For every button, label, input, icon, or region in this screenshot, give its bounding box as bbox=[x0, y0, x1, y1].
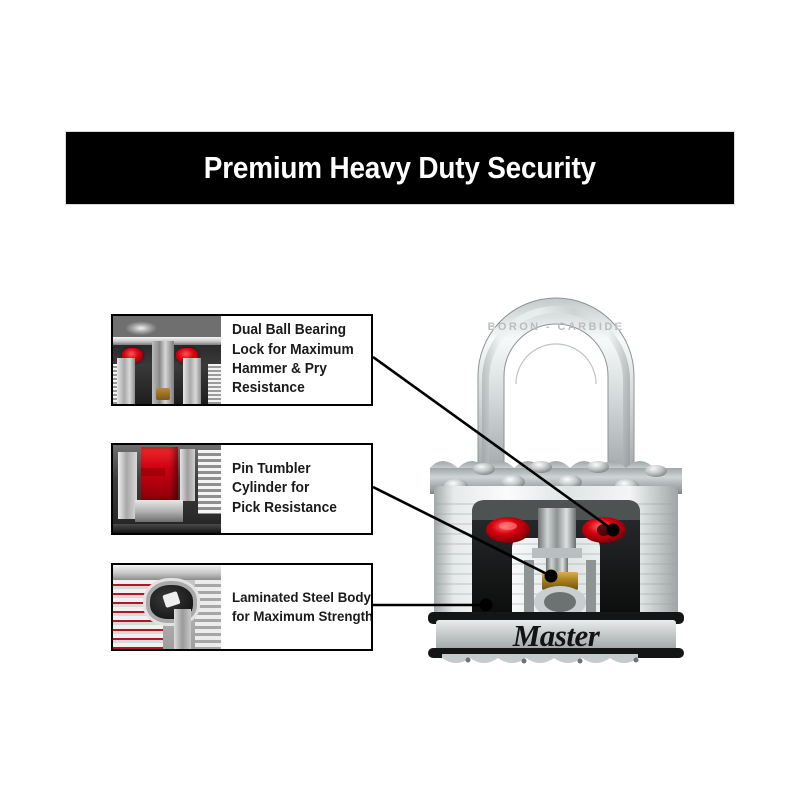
page-title: Premium Heavy Duty Security bbox=[203, 150, 597, 185]
lock-body bbox=[434, 486, 678, 618]
lock-nameplate: Master bbox=[428, 612, 684, 664]
callout-text-block: Pin Tumbler Cylinder for Pick Resistance bbox=[221, 445, 371, 533]
photo-artwork bbox=[113, 565, 222, 649]
callout-line: Hammer & Pry bbox=[232, 361, 328, 377]
callout-line: for Maximum Strength bbox=[232, 608, 373, 624]
laminated-body-cutaway-photo bbox=[113, 565, 222, 649]
pin-tumbler-cutaway-photo bbox=[113, 445, 222, 533]
padlock-product-image: BORON - CARBIDE bbox=[420, 272, 692, 672]
callout-line: Cylinder for bbox=[232, 480, 310, 497]
shackle-marking: BORON - CARBIDE bbox=[488, 321, 625, 333]
callout-line: Lock for Maximum bbox=[232, 341, 355, 358]
ball-bearing-cutaway-photo bbox=[113, 316, 222, 404]
photo-artwork bbox=[113, 316, 222, 404]
callout-line: Pin Tumbler bbox=[232, 461, 311, 478]
callout-text-block: Dual Ball Bearing Lock for Maximum Hamme… bbox=[221, 316, 371, 404]
callout-line: Dual Ball Bearing bbox=[232, 322, 347, 339]
cutaway-interior bbox=[472, 500, 640, 618]
callout-line: Resistance bbox=[232, 380, 306, 397]
photo-artwork bbox=[113, 445, 222, 533]
callout-pin-tumbler-cylinder: Pin Tumbler Cylinder for Pick Resistance bbox=[111, 443, 373, 535]
brand-logo: Master bbox=[512, 618, 601, 653]
shackle: BORON - CARBIDE bbox=[477, 272, 635, 485]
callout-line: Laminated Steel Body bbox=[232, 589, 372, 606]
header-banner: Premium Heavy Duty Security bbox=[65, 131, 735, 205]
callout-laminated-steel-body: Laminated Steel Body for Maximum Strengt… bbox=[111, 563, 373, 651]
callout-text-block: Laminated Steel Body for Maximum Strengt… bbox=[221, 565, 373, 649]
callout-dual-ball-bearing: Dual Ball Bearing Lock for Maximum Hamme… bbox=[111, 314, 373, 406]
callout-line: Pick Resistance bbox=[232, 499, 338, 516]
